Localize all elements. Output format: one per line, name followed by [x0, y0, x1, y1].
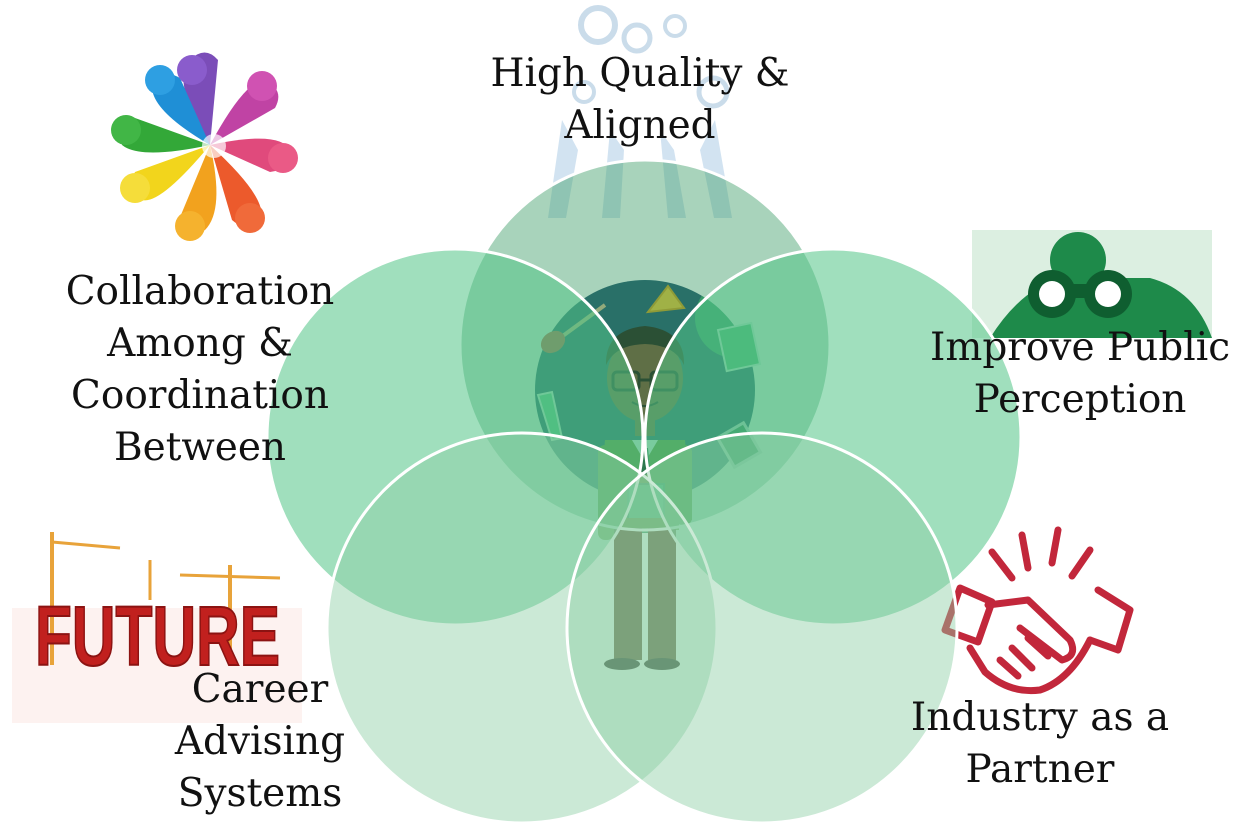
- label-bottom-left-line-3: Systems: [177, 771, 343, 816]
- label-right-line-2: Perception: [973, 377, 1187, 422]
- label-left-line-2: Among &: [107, 321, 293, 366]
- label-top-line-2: Aligned: [564, 103, 716, 148]
- future-word: FUTURE: [35, 589, 280, 683]
- circle-bottom-left: [325, 431, 719, 822]
- label-left: Collaboration Among & Coordination Betwe…: [20, 266, 380, 474]
- gear-team-icon: [548, 5, 732, 218]
- colorful-people-circle-icon: [111, 52, 298, 241]
- future-construction-icon: FUTURE: [12, 532, 302, 723]
- binoculars-icon: [972, 230, 1212, 338]
- venn-circles: [265, 158, 1023, 822]
- label-left-line-3: Coordination: [71, 373, 329, 418]
- label-top-line-1: High Quality &: [490, 51, 790, 96]
- circle-right: [643, 247, 1023, 627]
- label-left-line-1: Collaboration: [65, 269, 335, 314]
- handshake-icon: [941, 526, 1134, 695]
- label-bottom-left-line-1: Career: [191, 667, 329, 712]
- label-bottom-right-line-2: Partner: [965, 747, 1115, 792]
- label-bottom-right: Industry as a Partner: [880, 692, 1200, 796]
- circle-bottom-right: [565, 431, 959, 822]
- label-bottom-right-line-1: Industry as a: [910, 695, 1170, 740]
- label-left-line-4: Between: [113, 425, 287, 470]
- label-bottom-left-line-2: Advising: [174, 719, 346, 764]
- label-right-line-1: Improve Public: [929, 325, 1231, 370]
- ruler-triangle-icon: [645, 284, 686, 314]
- label-top: High Quality & Aligned: [440, 48, 840, 152]
- label-bottom-left: Career Advising Systems: [110, 664, 410, 820]
- circle-left: [265, 247, 645, 627]
- label-right: Improve Public Perception: [920, 322, 1238, 426]
